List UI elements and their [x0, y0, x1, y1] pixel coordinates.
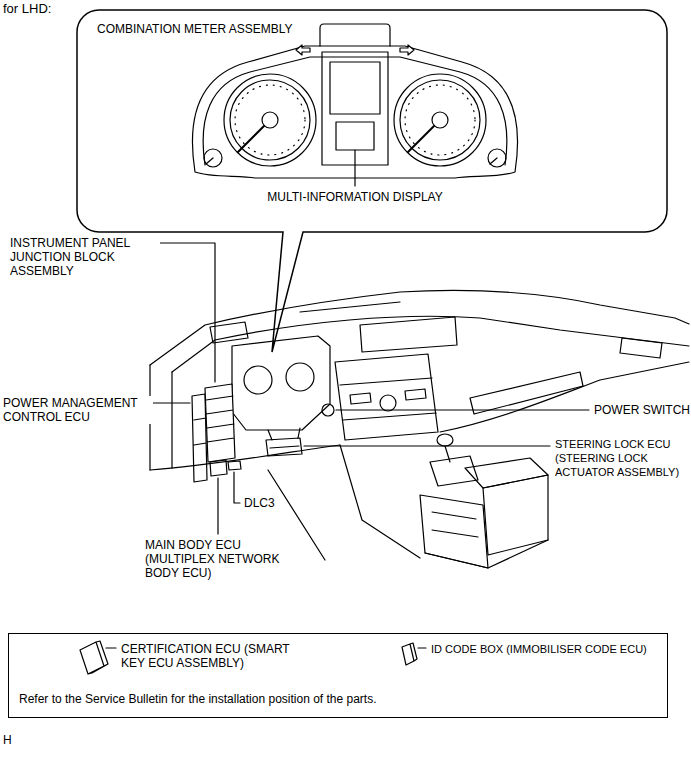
part-label: INSTRUMENT PANEL JUNCTION BLOCK ASSEMBLY — [10, 236, 160, 278]
dial — [394, 74, 486, 166]
ecu-box — [210, 460, 227, 476]
dash-lower — [440, 362, 689, 432]
dash-top — [150, 291, 689, 365]
assembly-title: COMBINATION METER ASSEMBLY — [97, 22, 293, 36]
dial — [224, 74, 316, 166]
note-box: CERTIFICATION ECU (SMART KEY ECU ASSEMBL… — [8, 633, 668, 718]
part-label: POWER SWITCH — [594, 403, 690, 417]
air-vent — [620, 338, 662, 358]
junction-block — [205, 384, 235, 462]
part-label: ID CODE BOX (IMMOBILISER CODE ECU) — [431, 642, 647, 656]
part-label: CERTIFICATION ECU (SMART KEY ECU ASSEMBL… — [121, 642, 306, 670]
leader-line — [234, 472, 240, 503]
stack-panel — [340, 378, 436, 420]
ecu-icon — [80, 641, 108, 674]
needle — [408, 126, 434, 152]
part-label: MAIN BODY ECU (MULTIPLEX NETWORK BODY EC… — [145, 538, 295, 580]
dial — [230, 80, 310, 160]
control-knob — [380, 395, 396, 411]
cluster-dial — [286, 363, 314, 391]
display-frame — [322, 52, 388, 165]
part-label: DLC3 — [244, 496, 275, 510]
leader-line — [418, 647, 426, 648]
center-stack — [335, 354, 438, 440]
needle — [238, 126, 264, 152]
meter-rim — [203, 57, 507, 165]
power-switch — [322, 404, 334, 416]
turn-arrow — [296, 45, 310, 55]
leader-line — [354, 150, 355, 186]
leader-line — [217, 478, 218, 534]
shift-knob — [437, 434, 453, 446]
small-gauge — [488, 149, 506, 167]
leader-line — [106, 647, 116, 648]
floor-line — [340, 445, 420, 558]
shift-gate — [430, 456, 478, 486]
display-window — [336, 122, 374, 150]
part-icons — [80, 641, 426, 674]
leader-lines — [140, 243, 589, 534]
dial-ticks — [405, 85, 475, 155]
view-note: for LHD: — [3, 2, 51, 16]
needle — [206, 158, 213, 164]
turn-arrow — [400, 45, 414, 55]
needle — [490, 158, 497, 164]
bubble-outline — [77, 10, 667, 352]
defroster — [300, 302, 400, 312]
air-vent — [210, 322, 248, 343]
dial — [400, 80, 480, 160]
dlc3-connector — [228, 461, 241, 470]
meter-drawing — [192, 24, 517, 186]
console-storage — [420, 495, 488, 568]
ecu-icon — [402, 643, 417, 665]
display-screen — [330, 62, 380, 114]
leader-line — [336, 409, 589, 410]
part-label: MULTI-INFORMATION DISPLAY — [267, 190, 442, 204]
cluster-hood — [232, 336, 330, 430]
note-text: Refer to the Service Bulletin for the in… — [19, 692, 377, 706]
glove-box — [470, 372, 583, 414]
center-screen — [360, 317, 457, 352]
panel-end — [150, 365, 172, 470]
console-side — [483, 475, 548, 555]
dashboard-drawing — [150, 291, 689, 568]
dash-lower — [150, 445, 340, 470]
figure-code: H — [3, 733, 12, 747]
small-gauge — [204, 149, 222, 167]
part-label: STEERING LOCK ECU (STEERING LOCK ACTUATO… — [555, 437, 687, 479]
display-hood — [320, 24, 390, 46]
dial-ticks — [235, 85, 305, 155]
callout-bubble: COMBINATION METER ASSEMBLY MULTI-INFORMAT… — [77, 10, 667, 232]
part-label: POWER MANAGEMENT CONTROL ECU — [3, 396, 153, 424]
ecu-box — [192, 394, 207, 482]
console-base — [425, 540, 548, 568]
leader-line — [304, 445, 550, 446]
cluster-dial — [244, 366, 272, 394]
